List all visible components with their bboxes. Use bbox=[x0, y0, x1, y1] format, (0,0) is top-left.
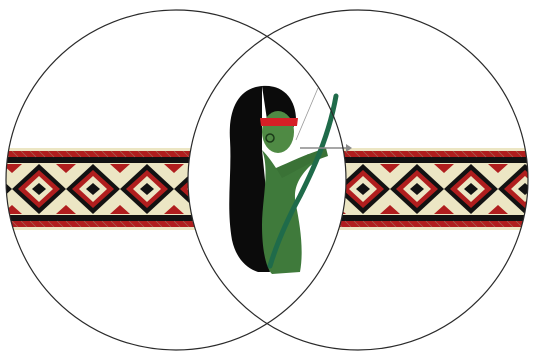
headband bbox=[260, 118, 298, 126]
figure-face bbox=[262, 111, 294, 153]
